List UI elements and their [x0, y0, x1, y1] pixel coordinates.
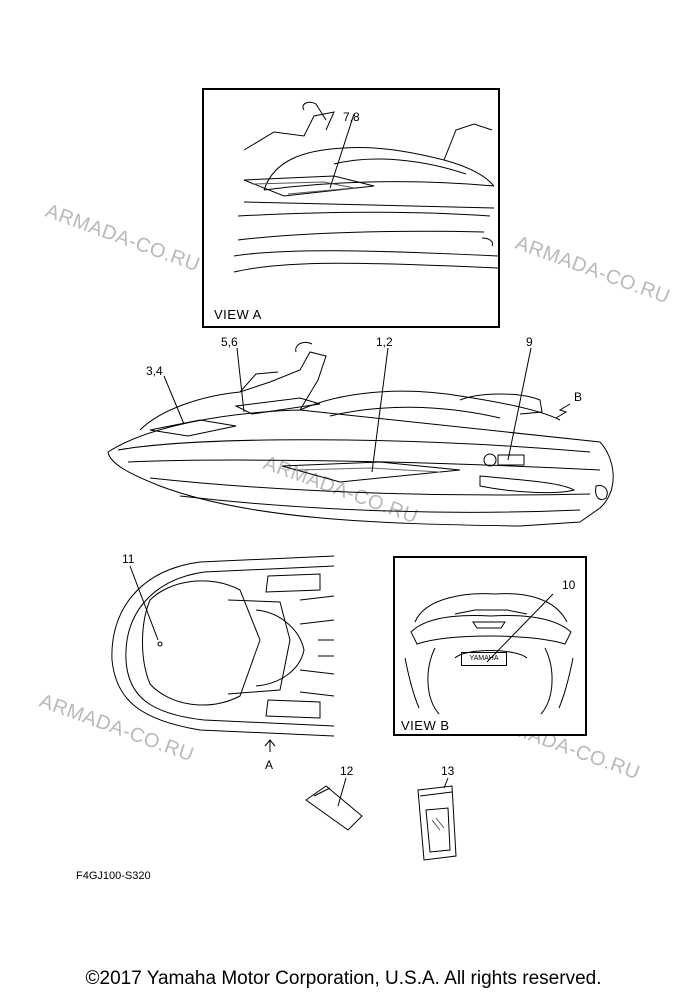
callout-label: 1,2 — [376, 335, 393, 349]
callout-label: 12 — [340, 764, 354, 778]
callout-label: 9 — [526, 335, 533, 349]
diagram-code: F4GJ100-S320 — [76, 870, 151, 882]
copyright-notice: ©2017 Yamaha Motor Corporation, U.S.A. A… — [85, 968, 602, 989]
callout-label: 13 — [441, 764, 455, 778]
callout-label: 5,6 — [221, 335, 238, 349]
view-a-arrow-label: A — [265, 758, 274, 772]
view-a-drawing — [233, 101, 499, 273]
callout-label: 3,4 — [146, 364, 163, 378]
view-b-title: VIEW B — [401, 718, 450, 733]
view-b-panel: YAMAHA VIEW B 10 — [393, 556, 587, 736]
view-a-panel: VIEW A 7,8 — [202, 88, 500, 328]
yamaha-badge: YAMAHA — [461, 652, 507, 666]
view-b-drawing — [404, 593, 574, 715]
callout-label: 7,8 — [343, 110, 360, 124]
view-a-title: VIEW A — [214, 307, 262, 322]
callout-label: 11 — [122, 552, 135, 566]
view-b-arrow-label: B — [574, 390, 583, 404]
callout-label: 10 — [562, 578, 576, 592]
